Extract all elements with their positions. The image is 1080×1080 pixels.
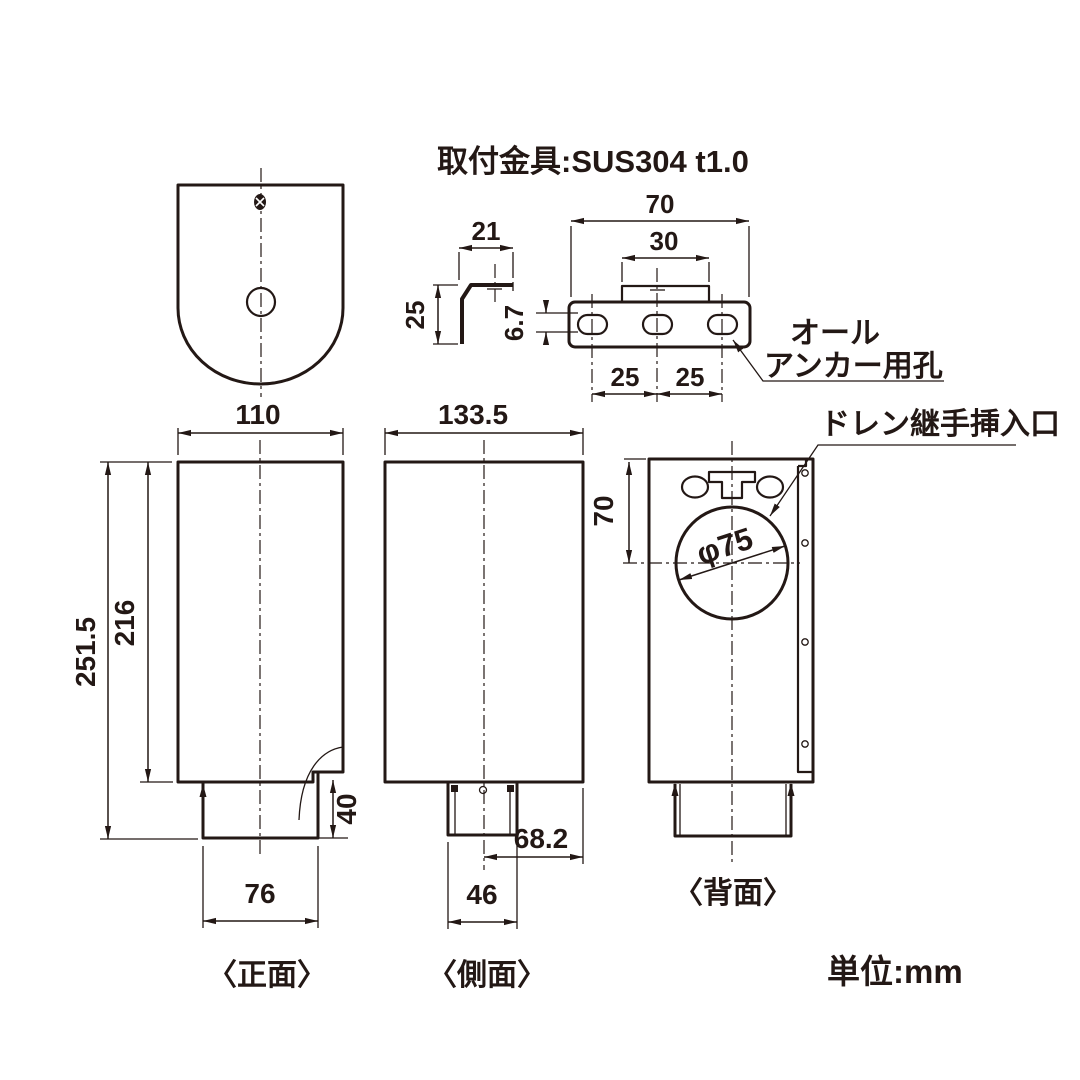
drain-label: ドレン継手挿入口 [820, 407, 1060, 441]
cover-curve [298, 746, 344, 821]
strip-hole [801, 539, 809, 547]
outlet-inner-lines [679, 784, 787, 835]
extension-lines [621, 262, 710, 282]
outlet-inner-lines [454, 786, 511, 834]
extension-lines [570, 226, 750, 297]
dim-46: 46 [466, 879, 497, 910]
side-outlet-outline [446, 782, 519, 837]
anchor-hole-label-line2: アンカー用孔 [764, 350, 943, 383]
side-view-label: 〈側面〉 [427, 959, 547, 992]
bracket-tab-outline [620, 284, 711, 302]
joint-arrow-icon [199, 784, 207, 797]
strip-hole [801, 469, 809, 477]
dim-25-left: 25 [611, 362, 640, 392]
dim-40: 40 [331, 793, 362, 824]
dim-251-5: 251.5 [70, 617, 101, 687]
back-view-label: 〈背面〉 [673, 877, 793, 910]
strip-hole [801, 740, 809, 748]
back-strip-outline [796, 460, 813, 774]
dim-110: 110 [235, 399, 280, 430]
joint-arrow-icon [787, 783, 795, 796]
dim-68-2: 68.2 [514, 823, 569, 854]
dim-76: 76 [244, 878, 275, 909]
dim-25: 25 [400, 301, 430, 330]
drain-hole [674, 505, 790, 621]
side-view: 133.5 68.2 46 〈側面〉 [383, 399, 585, 992]
top-cover-view [176, 168, 345, 397]
bracket-title: 取付金具:SUS304 t1.0 [437, 144, 749, 179]
back-t-cutout [707, 470, 757, 500]
dim-70-back: 70 [588, 495, 619, 526]
dia-line-75 [678, 545, 786, 581]
screw-icon [451, 785, 458, 792]
side-body-outline [383, 460, 585, 784]
front-body-outline [176, 460, 345, 784]
back-oval-cutout-left [680, 475, 710, 499]
unit-note: 単位:mm [827, 953, 963, 990]
back-oval-cutout-right [755, 475, 785, 499]
pin-hole [478, 785, 488, 795]
dim-25-right: 25 [676, 362, 705, 392]
extension-lines [433, 284, 458, 345]
bracket-side-profile: 21 25 [400, 216, 514, 345]
screw-cross-icon [255, 197, 265, 207]
joint-arrow-icon [671, 783, 679, 796]
dim-216: 216 [109, 600, 140, 647]
anchor-slot-center [641, 313, 674, 336]
screw-icon [507, 785, 514, 792]
dim-phi-75: φ75 [692, 521, 757, 572]
dim-30: 30 [650, 226, 679, 256]
dim-133-5: 133.5 [438, 399, 508, 430]
extension-lines [458, 252, 514, 280]
dim-70: 70 [646, 189, 675, 219]
back-outlet-outline [673, 784, 793, 838]
anchor-hole-label-line1: オール [790, 317, 880, 350]
bracket-profile-detail [487, 282, 514, 291]
dim-6-7: 6.7 [499, 305, 529, 341]
back-view: φ75 70 ドレン継手挿入口 〈背面〉 [588, 407, 1060, 910]
extension-lines [100, 461, 198, 840]
top-cover-outline [176, 183, 345, 386]
back-body-outline [647, 457, 815, 784]
dim-21: 21 [472, 216, 501, 246]
front-view-label: 〈正面〉 [207, 959, 327, 992]
extension-lines [447, 842, 518, 929]
bracket-top-view: 70 30 6.7 25 25 オール アンカー用孔 [499, 189, 944, 402]
drain-label-leader [769, 444, 1016, 517]
anchor-hole-leader [732, 339, 944, 382]
front-outlet-outline [201, 772, 320, 840]
strip-hole [801, 638, 809, 646]
extension-lines [536, 312, 578, 333]
top-cover-hole [245, 286, 277, 318]
front-view: 110 251.5 216 40 76 〈正面〉 [70, 399, 362, 992]
anchor-slot-left [576, 313, 609, 336]
anchor-slot-right [706, 313, 739, 336]
extension-lines [202, 846, 319, 928]
bracket-plate-outline [567, 300, 752, 349]
bracket-profile-outline [460, 283, 513, 344]
